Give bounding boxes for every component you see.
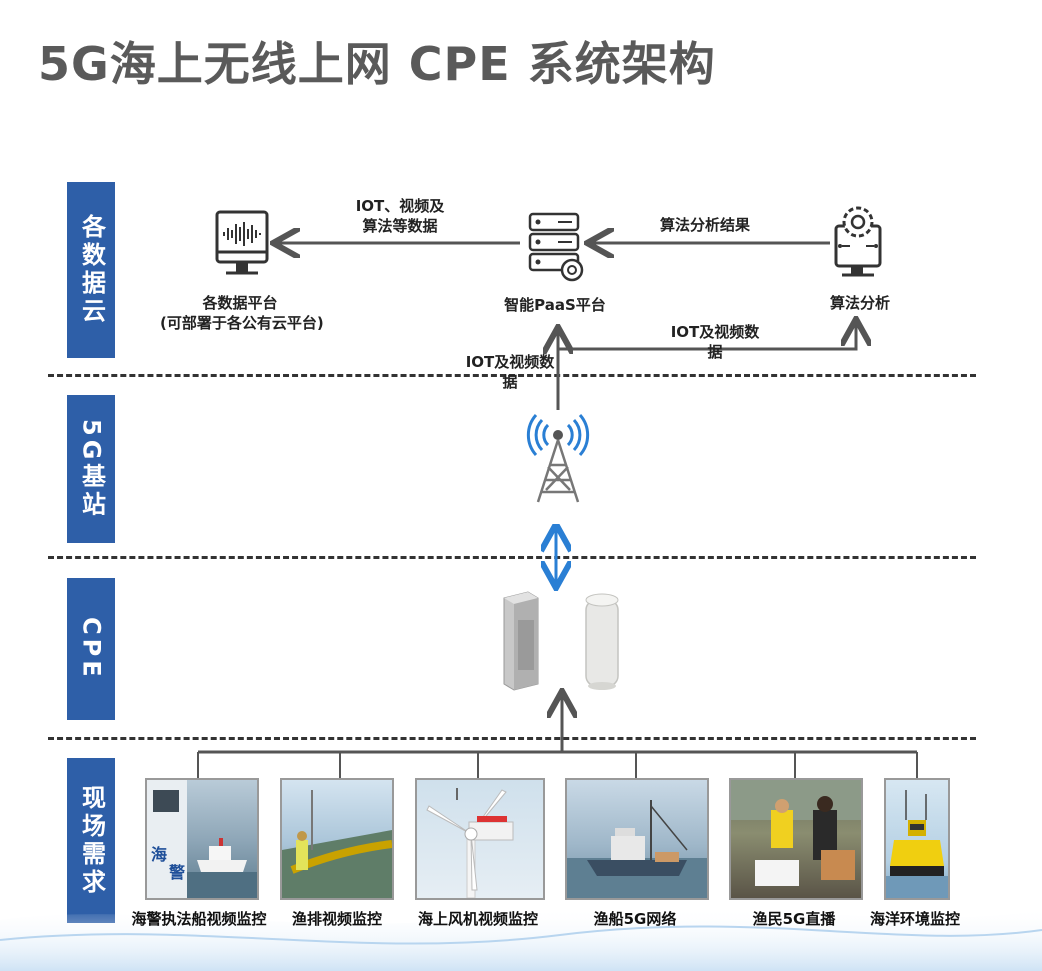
monitor-audio-icon: [215, 210, 269, 275]
scene-photo-oceanbuoy: [884, 778, 950, 900]
edge-label-paas-to-platform: IOT、视频及 算法等数据: [355, 197, 445, 235]
layer-label-cloud: 各数据云: [67, 182, 115, 358]
svg-text:海: 海: [151, 845, 167, 864]
signal-tower-icon: [526, 414, 590, 503]
divider-1: [48, 374, 976, 377]
divider-2: [48, 556, 976, 559]
layer-label-5g: 5G基站: [67, 395, 115, 543]
monitor-gear-icon: [834, 206, 882, 277]
layer-label-scene: 现场需求: [67, 758, 115, 923]
scene-photo-livestream: [729, 778, 863, 900]
server-gear-icon: [528, 212, 584, 282]
scene-photo-fishingboat: [565, 778, 709, 900]
scene-label-fishingboat: 渔船5G网络: [593, 910, 677, 928]
svg-text:警: 警: [168, 863, 185, 882]
cpe-cylinder-icon: [585, 593, 619, 690]
edge-label-tower-to-paas: IOT及视频数 据: [465, 353, 555, 391]
cpe-box-icon: [503, 591, 539, 691]
data-platform-label: 各数据平台 (可部署于各公有云平台): [160, 294, 324, 332]
paas-label: 智能PaaS平台: [504, 296, 606, 314]
layer-label-cpe: CPE: [67, 578, 115, 720]
scene-label-oceanbuoy: 海洋环境监控: [869, 910, 960, 928]
page-title: 5G海上无线上网 CPE 系统架构: [38, 37, 716, 91]
algorithm-label: 算法分析: [829, 294, 890, 312]
scene-photo-windturbine: [415, 778, 545, 900]
divider-3: [48, 737, 976, 740]
edge-label-algo-to-paas: 算法分析结果: [659, 216, 750, 234]
edge-label-paas-to-algo: IOT及视频数 据: [670, 323, 760, 361]
scene-label-windturbine: 海上风机视频监控: [417, 910, 538, 928]
scene-label-livestream: 渔民5G直播: [752, 910, 836, 928]
scene-label-fishraft: 渔排视频监控: [291, 910, 382, 928]
scene-label-coastguard: 海警执法船视频监控: [131, 910, 267, 928]
scene-photo-coastguard: 海 警: [145, 778, 259, 900]
scene-photo-fishraft: [280, 778, 394, 900]
wave-background: [0, 907, 1042, 971]
edge-paas-to-algo: [558, 322, 856, 351]
